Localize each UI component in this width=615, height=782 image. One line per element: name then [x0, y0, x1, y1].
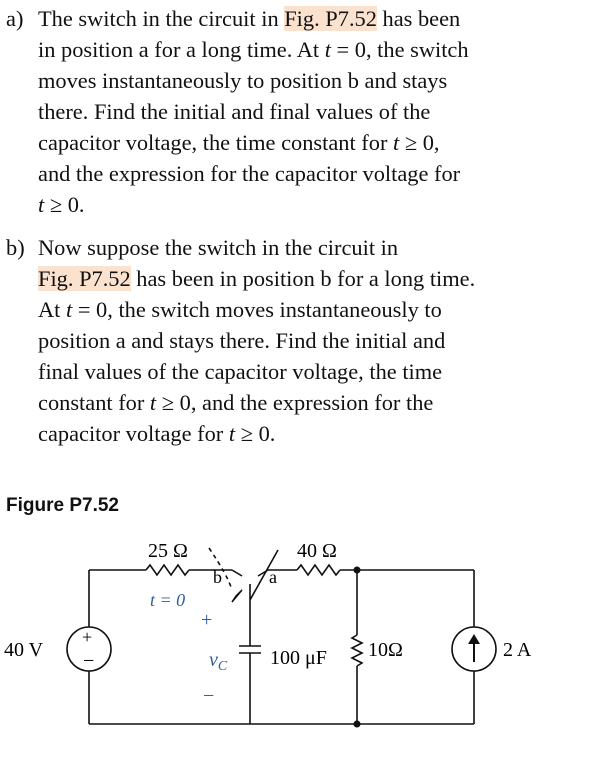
text-line: there. Find the initial and final values…: [38, 96, 430, 127]
label-switch-b: b: [213, 567, 222, 587]
figure-title: Figure P7.52: [6, 495, 119, 516]
part-a-marker: a): [6, 6, 24, 31]
math-variable: t: [66, 297, 73, 322]
text-segment: position a and stays there. Find the ini…: [38, 328, 446, 353]
text-segment: capacitor voltage, the time constant for: [38, 130, 394, 155]
label-cap-minus: −: [203, 685, 214, 707]
text-line: capacitor voltage for t ≥ 0.: [38, 418, 275, 449]
switch-contact-a: [257, 569, 269, 577]
math-variable: t: [324, 37, 331, 62]
label-r1: 25 Ω: [148, 540, 188, 562]
text-line: constant for t ≥ 0, and the expression f…: [38, 387, 433, 418]
resistor-10-ohm: [350, 634, 364, 667]
text-line: in position a for a long time. At t = 0,…: [38, 34, 469, 65]
text-segment: ≥ 0,: [399, 130, 440, 155]
switch-arrow-icon: [231, 589, 243, 603]
text-line: Now suppose the switch in the circuit in: [38, 232, 398, 263]
text-segment: capacitor voltage for: [38, 421, 229, 446]
text-segment: = 0, the switch moves instantaneously to: [72, 297, 442, 322]
text-segment: ≥ 0.: [235, 421, 276, 446]
text-segment: = 0, the switch: [330, 37, 469, 62]
node-top: [353, 566, 361, 574]
label-source-i: 2 A: [503, 639, 532, 661]
label-vc-sub: C: [218, 659, 228, 674]
label-capacitor: 100 μF: [270, 647, 327, 669]
text-segment: in position a for a long time. At: [38, 37, 325, 62]
part-b-marker: b): [6, 235, 25, 260]
current-arrow-icon: [468, 634, 480, 644]
resistor-25-ohm: [145, 563, 190, 577]
text-line: final values of the capacitor voltage, t…: [38, 356, 442, 387]
math-variable: t: [38, 192, 45, 217]
text-line: Fig. P7.52 has been in position b for a …: [38, 263, 475, 294]
node-bottom: [353, 720, 361, 728]
text-segment: The switch in the circuit in: [38, 6, 285, 31]
label-r3: 10Ω: [368, 639, 403, 661]
text-line: t ≥ 0.: [38, 189, 85, 220]
text-segment: At: [38, 297, 66, 322]
text-segment: has been in position b for a long time.: [130, 266, 476, 291]
label-cap-minus-text: −: [203, 685, 214, 707]
text-segment: final values of the capacitor voltage, t…: [38, 359, 443, 384]
label-vc-v: v: [209, 649, 218, 671]
text-segment: there. Find the initial and final values…: [38, 99, 431, 124]
switch-contact-b: [231, 569, 243, 577]
label-vsrc-plus: +: [82, 627, 92, 647]
text-line: position a and stays there. Find the ini…: [38, 325, 445, 356]
text-line: moves instantaneously to position b and …: [38, 65, 447, 96]
label-switch-time: t = 0: [150, 590, 185, 610]
figure-reference[interactable]: Fig. P7.52: [284, 6, 377, 31]
text-segment: has been: [376, 6, 461, 31]
figure-reference[interactable]: Fig. P7.52: [38, 266, 131, 291]
label-switch-a: a: [269, 567, 277, 587]
label-source-v: 40 V: [4, 639, 44, 661]
text-segment: and the expression for the capacitor vol…: [38, 161, 461, 186]
switch-arm: [249, 549, 279, 601]
text-line: and the expression for the capacitor vol…: [38, 158, 460, 189]
text-segment: constant for: [38, 390, 150, 415]
math-variable: t: [228, 421, 236, 446]
text-line: The switch in the circuit in Fig. P7.52 …: [38, 3, 460, 34]
resistor-40-ohm: [296, 563, 341, 577]
text-line: At t = 0, the switch moves instantaneous…: [38, 294, 442, 325]
text-segment: Now suppose the switch in the circuit in: [38, 235, 399, 260]
text-segment: ≥ 0.: [44, 192, 85, 217]
math-variable: t: [149, 390, 157, 415]
math-variable: t: [393, 130, 400, 155]
text-segment: ≥ 0, and the expression for the: [156, 390, 434, 415]
text-line: capacitor voltage, the time constant for…: [38, 127, 440, 158]
label-vc: vC: [209, 649, 228, 674]
label-r2: 40 Ω: [297, 540, 337, 562]
label-vsrc-minus: −: [83, 650, 94, 672]
label-cap-plus: +: [201, 609, 212, 631]
text-segment: moves instantaneously to position b and …: [38, 68, 448, 93]
